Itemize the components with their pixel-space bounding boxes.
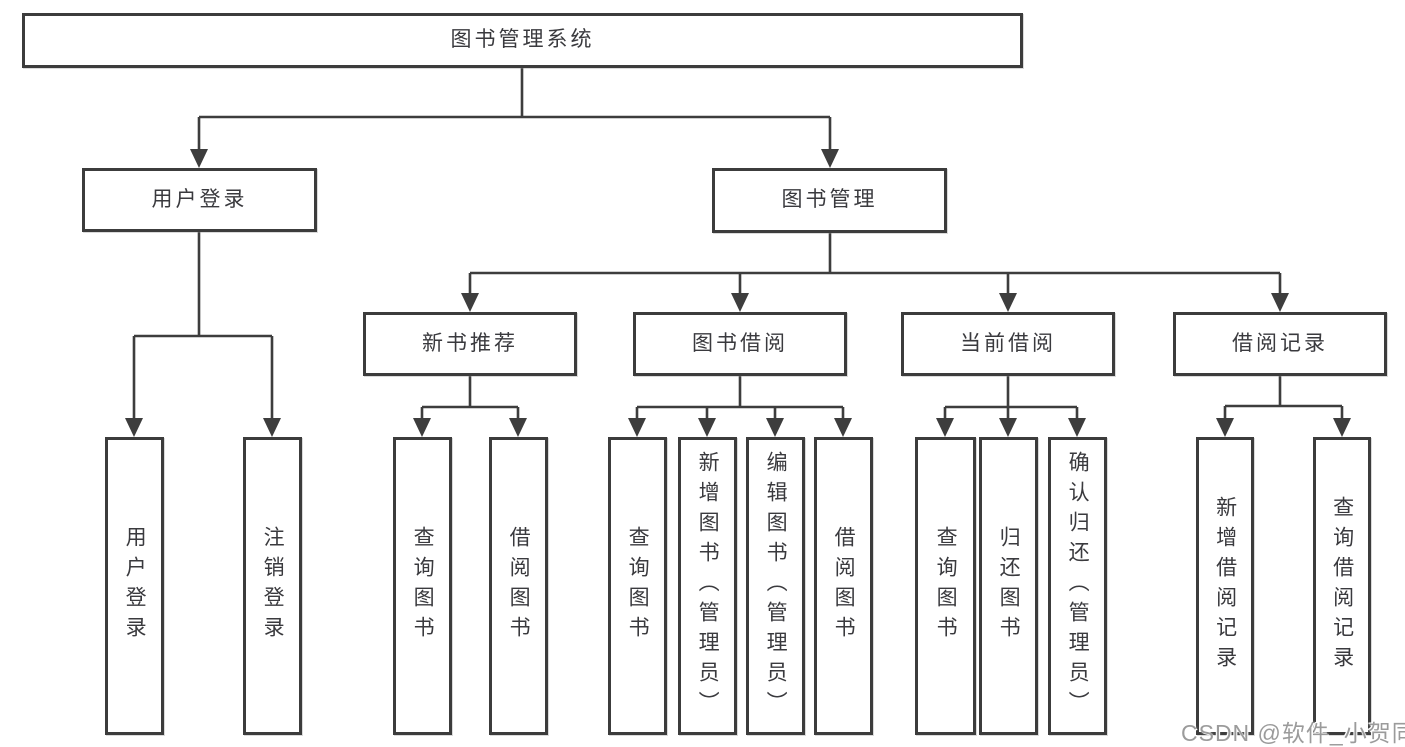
node-leaf-add-borrow-record: 新增借阅记录 <box>1196 437 1254 735</box>
csdn-watermark: CSDN @软件_小贺同学 <box>1181 720 1405 746</box>
node-leaf-query-books-recommend-label: 查询图书 <box>411 526 435 646</box>
node-leaf-borrow-books-borrowing-label: 借阅图书 <box>832 526 856 646</box>
node-user-login-module-label: 用户登录 <box>151 187 248 211</box>
node-root-system: 图书管理系统 <box>22 13 1023 68</box>
node-leaf-query-books-borrowing: 查询图书 <box>608 437 667 735</box>
node-leaf-query-books-current-label: 查询图书 <box>934 526 958 646</box>
connector-root-to-level2 <box>190 68 839 168</box>
node-leaf-query-borrow-record-label: 查询借阅记录 <box>1330 496 1354 676</box>
node-leaf-confirm-return-admin-label: 确认归还（管理员） <box>1066 451 1090 721</box>
connector-book-borrowing-children <box>628 376 852 437</box>
node-leaf-query-books-recommend: 查询图书 <box>393 437 452 735</box>
node-root-system-label: 图书管理系统 <box>450 28 595 52</box>
node-leaf-confirm-return-admin: 确认归还（管理员） <box>1048 437 1107 735</box>
node-current-borrowing: 当前借阅 <box>901 312 1115 376</box>
node-leaf-borrow-books-borrowing: 借阅图书 <box>814 437 873 735</box>
node-leaf-logout-label: 注销登录 <box>261 526 285 646</box>
node-leaf-query-borrow-record: 查询借阅记录 <box>1313 437 1371 735</box>
node-book-borrowing-label: 图书借阅 <box>692 331 788 355</box>
node-new-book-recommend: 新书推荐 <box>363 312 577 376</box>
node-leaf-add-books-admin-label: 新增图书（管理员） <box>696 451 720 721</box>
node-leaf-user-login: 用户登录 <box>105 437 164 735</box>
node-book-management-module-label: 图书管理 <box>781 188 878 212</box>
node-leaf-query-books-borrowing-label: 查询图书 <box>626 526 650 646</box>
node-leaf-query-books-current: 查询图书 <box>915 437 976 735</box>
node-leaf-return-books-label: 归还图书 <box>997 526 1021 646</box>
node-user-login-module: 用户登录 <box>82 168 317 232</box>
node-leaf-edit-books-admin: 编辑图书（管理员） <box>746 437 805 735</box>
connector-user-login-children <box>125 232 281 437</box>
node-new-book-recommend-label: 新书推荐 <box>422 331 518 355</box>
connector-book-management-children <box>461 233 1289 312</box>
node-leaf-user-login-label: 用户登录 <box>123 526 147 646</box>
node-leaf-borrow-books-recommend: 借阅图书 <box>489 437 548 735</box>
connector-current-borrowing-children <box>936 376 1086 437</box>
node-borrowing-records: 借阅记录 <box>1173 312 1387 376</box>
node-leaf-add-borrow-record-label: 新增借阅记录 <box>1213 496 1237 676</box>
node-current-borrowing-label: 当前借阅 <box>960 331 1056 355</box>
node-leaf-add-books-admin: 新增图书（管理员） <box>678 437 737 735</box>
connector-borrowing-records-children <box>1216 376 1351 437</box>
connector-new-book-recommend-children <box>413 376 527 437</box>
node-leaf-edit-books-admin-label: 编辑图书（管理员） <box>764 451 788 721</box>
node-leaf-logout: 注销登录 <box>243 437 302 735</box>
node-leaf-borrow-books-recommend-label: 借阅图书 <box>507 526 531 646</box>
node-leaf-return-books: 归还图书 <box>979 437 1038 735</box>
node-borrowing-records-label: 借阅记录 <box>1232 331 1328 355</box>
node-book-borrowing: 图书借阅 <box>633 312 847 376</box>
node-book-management-module: 图书管理 <box>712 168 947 233</box>
